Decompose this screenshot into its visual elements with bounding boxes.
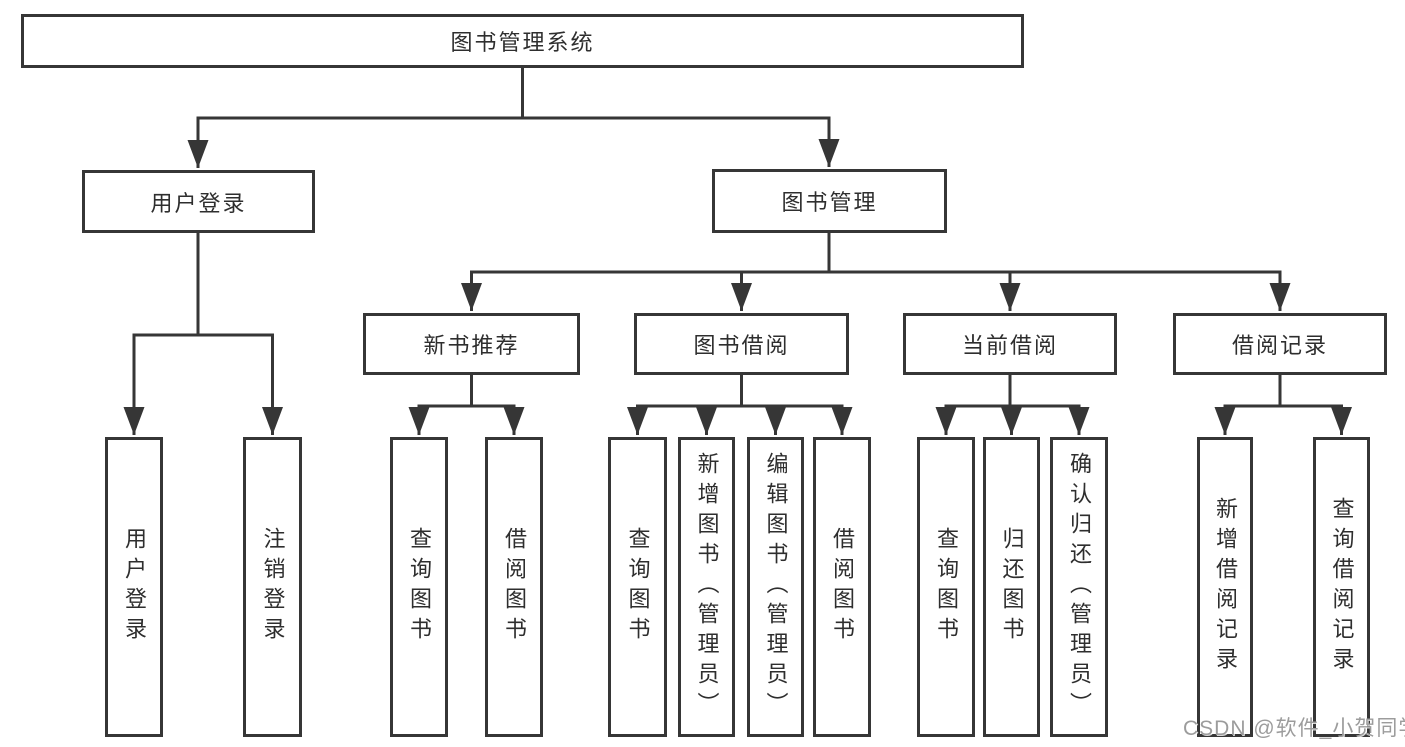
leaf-return-books: 归还图书 [983, 437, 1040, 737]
node-borrowing-records: 借阅记录 [1173, 313, 1387, 375]
node-book-management: 图书管理 [712, 169, 947, 233]
node-library-management-system: 图书管理系统 [21, 14, 1024, 68]
connector-arrows [123, 118, 1352, 435]
leaf-search-books-borrowing: 查询图书 [608, 437, 667, 737]
leaf-edit-books-admin: 编辑图书（管理员） [747, 437, 804, 737]
node-user-login: 用户登录 [82, 170, 315, 233]
connector-segments [132, 68, 1343, 408]
leaf-user-login: 用户登录 [105, 437, 163, 737]
node-new-book-recommendation: 新书推荐 [363, 313, 580, 375]
leaf-borrow-books-recommend: 借阅图书 [485, 437, 543, 737]
leaf-search-books-recommend: 查询图书 [390, 437, 448, 737]
leaf-confirm-return-admin: 确认归还（管理员） [1050, 437, 1108, 737]
node-current-borrowing: 当前借阅 [903, 313, 1117, 375]
leaf-search-borrow-record: 查询借阅记录 [1313, 437, 1370, 737]
leaf-borrow-books-borrowing: 借阅图书 [813, 437, 871, 737]
leaf-add-borrow-record: 新增借阅记录 [1197, 437, 1253, 737]
leaf-add-books-admin: 新增图书（管理员） [678, 437, 735, 737]
leaf-search-books-current: 查询图书 [917, 437, 975, 737]
watermark: CSDN @软件_小贺同学 [1183, 717, 1405, 740]
node-book-borrowing: 图书借阅 [634, 313, 849, 375]
leaf-logout: 注销登录 [243, 437, 302, 737]
